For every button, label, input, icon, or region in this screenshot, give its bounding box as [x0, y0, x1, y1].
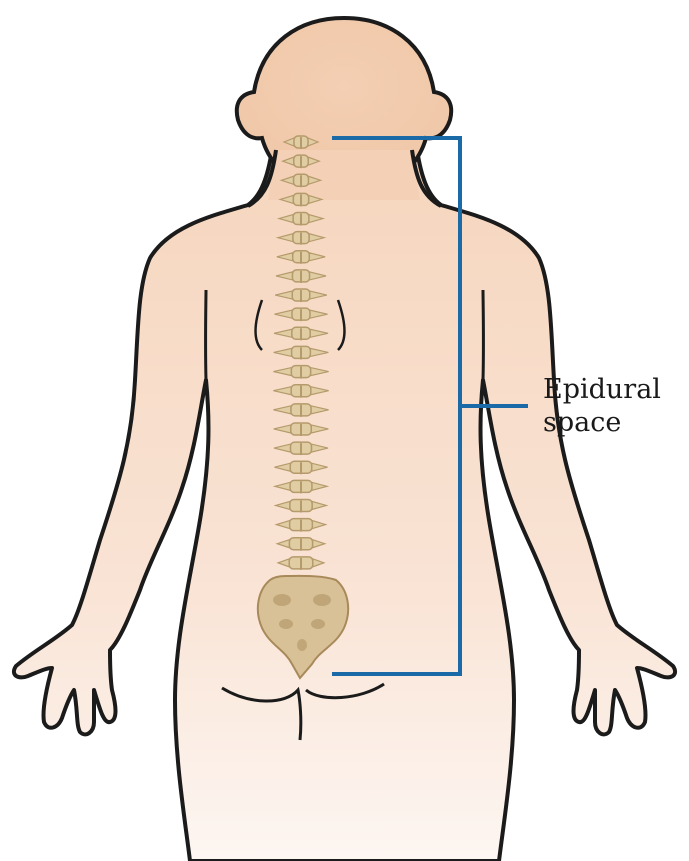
callout-label-line2: space: [543, 406, 661, 439]
body-outline: [14, 150, 675, 861]
callout-label-line1: Epidural: [543, 373, 661, 406]
callout-label: Epidural space: [543, 373, 661, 439]
neck: [268, 150, 420, 200]
